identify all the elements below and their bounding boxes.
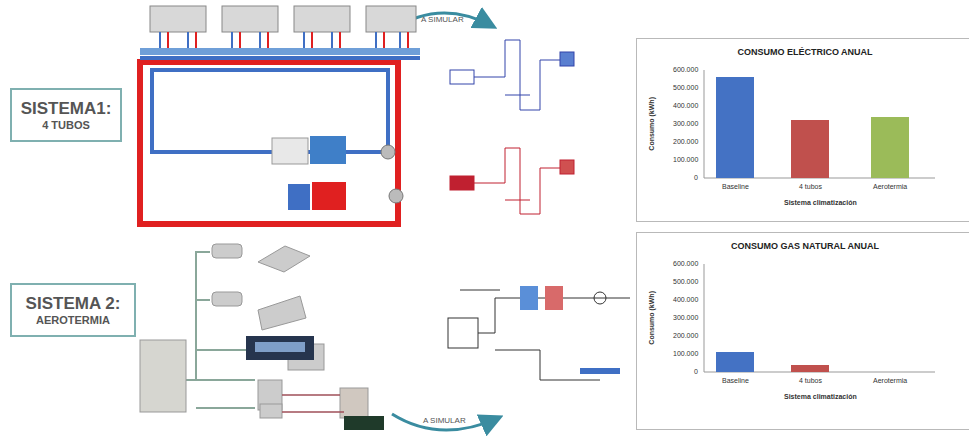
chart-label: 0 xyxy=(694,368,698,376)
bar-chart-gas xyxy=(704,264,935,372)
chart-label: 4 tubos xyxy=(799,377,822,385)
chart-label: 500.000 xyxy=(673,278,698,286)
node-heading: SISTEMA 2: xyxy=(26,294,121,313)
simulate-arrow xyxy=(392,13,498,430)
chart-label: 400.000 xyxy=(673,102,698,110)
node-subtitle: 4 TUBOS xyxy=(42,118,90,132)
node-heading: SISTEMA1: xyxy=(21,99,112,118)
simulation-schematic xyxy=(448,40,630,380)
bar-chart-electric xyxy=(704,70,935,178)
chart-label: 500.000 xyxy=(673,84,698,92)
chart-label: Baseline xyxy=(722,183,749,191)
arrow-label: A SIMULAR xyxy=(421,16,464,25)
chart-label: Sistema climatización xyxy=(784,199,857,207)
chart-label: 4 tubos xyxy=(799,183,822,191)
chart-label: Aerotermia xyxy=(873,377,907,385)
node-subtitle: AEROTERMIA xyxy=(36,313,110,327)
chart-label: Consumo (kWh) xyxy=(648,97,656,151)
chart-label: Aerotermia xyxy=(873,183,907,191)
node-heading: CONSUMO GAS NATURAL ANUAL xyxy=(637,241,969,251)
chart-label: Consumo (kWh) xyxy=(648,291,656,345)
node-heading: CONSUMO ELÉCTRICO ANUAL xyxy=(637,47,969,57)
system-label: SISTEMA 2:AEROTERMIA xyxy=(10,283,136,337)
chart-panel: CONSUMO ELÉCTRICO ANUAL xyxy=(636,38,969,222)
chart-label: 0 xyxy=(694,174,698,182)
chart-label: 100.000 xyxy=(673,156,698,164)
chart-label: 200.000 xyxy=(673,332,698,340)
aerothermal-system xyxy=(140,244,384,430)
four-pipe-system xyxy=(140,6,420,224)
chart-label: 600.000 xyxy=(673,260,698,268)
chart-label: 400.000 xyxy=(673,296,698,304)
chart-label: 300.000 xyxy=(673,314,698,322)
chart-label: Sistema climatización xyxy=(784,393,857,401)
chart-label: 200.000 xyxy=(673,138,698,146)
arrow-label: A SIMULAR xyxy=(423,417,466,426)
chart-label: 100.000 xyxy=(673,350,698,358)
system-label: SISTEMA1:4 TUBOS xyxy=(10,88,122,142)
chart-label: Baseline xyxy=(722,377,749,385)
chart-label: 600.000 xyxy=(673,66,698,74)
chart-ground xyxy=(636,38,958,430)
chart-label: 300.000 xyxy=(673,120,698,128)
